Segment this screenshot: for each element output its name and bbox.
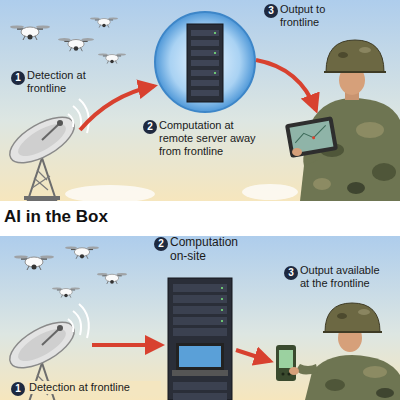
server-rack	[179, 346, 221, 367]
remote-server	[155, 12, 255, 112]
step-label: Output to frontline	[280, 3, 342, 29]
server-rack	[173, 317, 227, 325]
callout-number: 3	[264, 4, 278, 18]
remote-server	[191, 40, 219, 46]
section-title: AI in the Box	[4, 207, 108, 227]
server-rack	[221, 298, 223, 300]
soldier-figure	[276, 345, 296, 381]
sky-background	[0, 236, 400, 400]
soldier-figure	[313, 178, 331, 190]
drone-group	[14, 246, 127, 297]
server-rack	[173, 295, 227, 303]
soldier-figure	[323, 331, 382, 333]
soldier-figure	[279, 350, 293, 368]
cloud	[65, 185, 155, 203]
server-rack	[221, 320, 223, 322]
soldier-figure	[325, 303, 380, 332]
data-arrow	[236, 350, 270, 361]
satellite-dish	[3, 99, 89, 200]
soldier-figure	[358, 309, 370, 315]
soldier-figure	[325, 379, 345, 391]
soldier-figure	[312, 136, 315, 139]
server-rack	[173, 393, 227, 400]
drone-group	[10, 17, 126, 63]
callout-number: 2	[154, 237, 168, 251]
drone-group	[14, 255, 54, 270]
remote-server	[191, 50, 219, 56]
data-arrow	[256, 60, 316, 110]
title-band	[0, 201, 400, 236]
soldier-figure	[326, 40, 384, 72]
cloud	[65, 184, 298, 203]
soldier-figure	[293, 125, 328, 143]
callout-number: 1	[11, 71, 25, 85]
soldier-figure	[376, 388, 394, 398]
soldier-figure	[305, 355, 400, 400]
remote-server	[214, 52, 216, 54]
callout-number: 1	[11, 382, 25, 396]
soldier-figure	[276, 303, 400, 400]
drone-group	[58, 38, 94, 51]
cloud	[242, 184, 298, 200]
step-label: Computation at remote server away from f…	[159, 119, 269, 159]
server-rack	[173, 284, 227, 292]
remote-server	[191, 70, 219, 76]
server-rack	[173, 306, 227, 314]
soldier-figure	[285, 40, 400, 201]
soldier-figure	[338, 52, 348, 58]
remote-server	[191, 60, 219, 66]
soldier-figure	[282, 373, 285, 376]
server-rack	[168, 278, 232, 400]
server-rack	[173, 328, 227, 336]
soldier-figure	[356, 122, 384, 138]
remote-server	[214, 72, 216, 74]
drone-group	[65, 246, 99, 258]
drone-group	[98, 53, 126, 63]
step-label: Detection at frontline	[27, 69, 99, 95]
soldier-figure	[347, 182, 365, 194]
remote-server	[155, 12, 255, 112]
drone-group	[90, 17, 118, 27]
callout-number: 2	[143, 120, 157, 134]
soldier-figure	[289, 367, 299, 375]
server-rack	[173, 382, 227, 390]
soldier-figure	[324, 71, 386, 73]
remote-server	[191, 30, 219, 36]
soldier-figure	[359, 47, 371, 53]
callout-number: 3	[284, 266, 298, 280]
step-label: Output available at the frontline	[300, 264, 386, 290]
server-rack	[168, 278, 232, 400]
soldier-figure	[372, 163, 396, 181]
soldier-figure	[292, 148, 302, 156]
remote-server	[187, 24, 223, 102]
drone-group	[52, 287, 80, 297]
server-rack	[221, 309, 223, 311]
remote-server	[191, 90, 219, 96]
soldier-figure	[337, 313, 347, 319]
drone-group	[10, 25, 50, 40]
drone-group	[97, 273, 127, 284]
step-label: Detection at frontline	[27, 381, 161, 394]
soldier-figure	[363, 366, 387, 378]
server-rack	[221, 287, 223, 289]
step-label: Computation on-site	[170, 235, 250, 264]
soldier-figure	[285, 116, 338, 158]
remote-server	[191, 80, 219, 86]
remote-server	[214, 32, 216, 34]
server-rack	[172, 370, 228, 376]
data-arrow	[92, 343, 161, 347]
server-rack	[176, 343, 224, 370]
soldier-figure	[296, 364, 318, 375]
sky-background	[0, 0, 400, 201]
soldier-figure	[285, 116, 338, 158]
